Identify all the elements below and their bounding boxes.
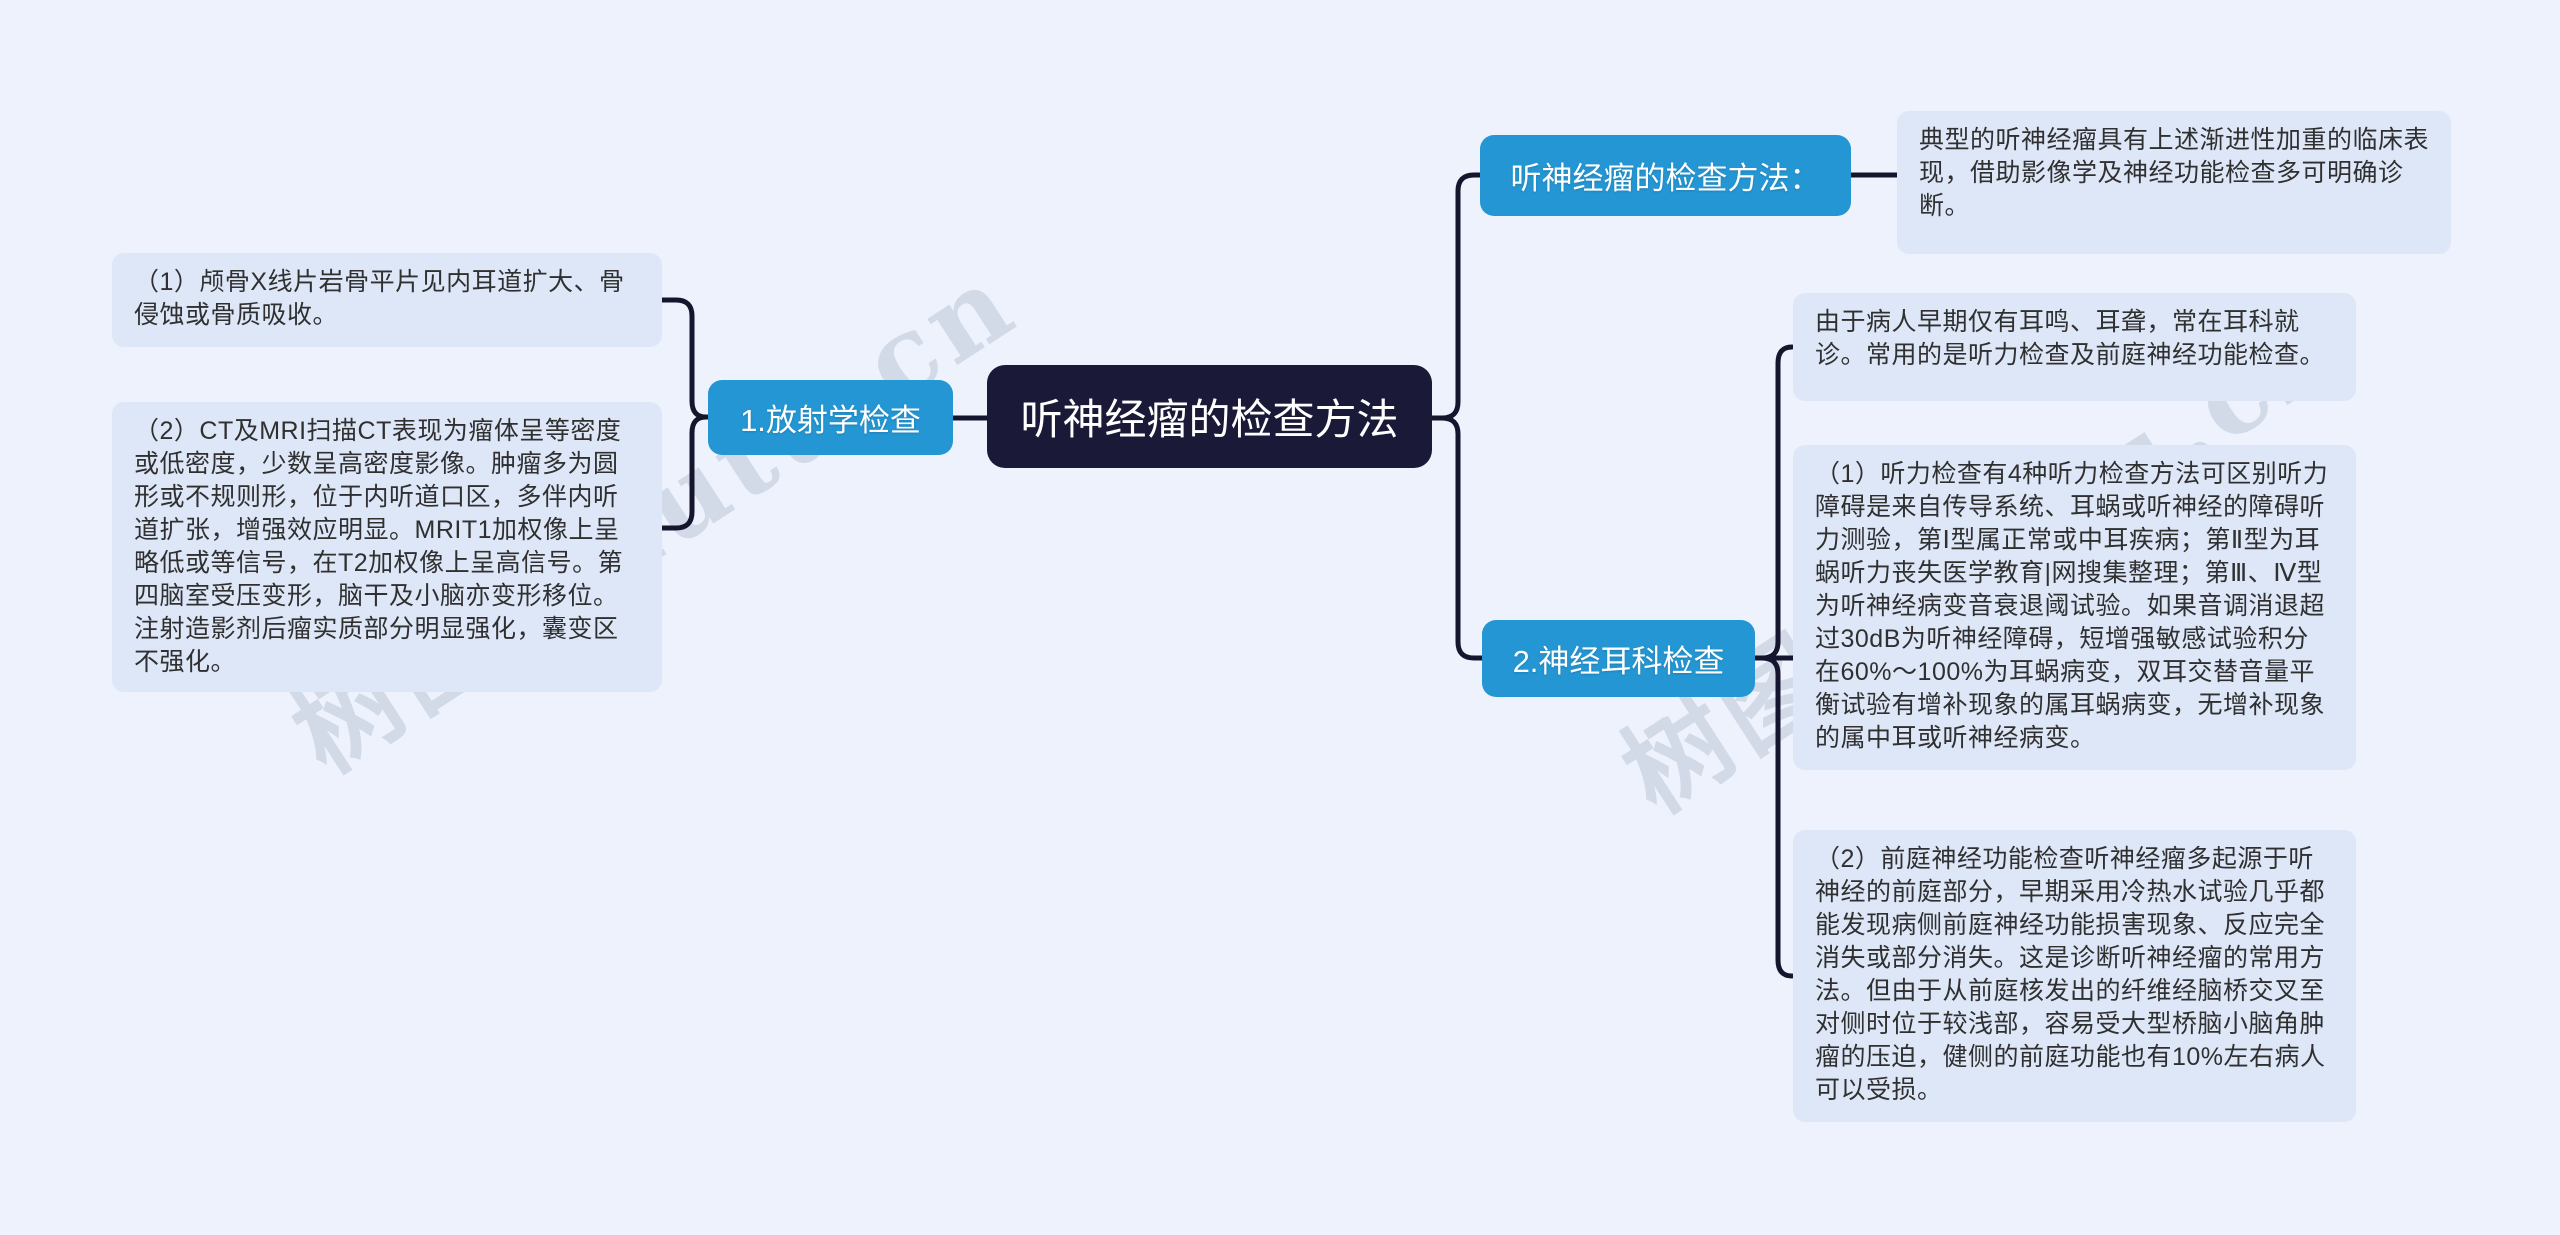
edge-root-nodetop [1429,172,1483,421]
leaf-early-symptoms[interactable]: 由于病人早期仅有耳鸣、耳聋，常在耳科就诊。常用的是听力检查及前庭神经功能检查。 [1793,293,2356,401]
node-radiology-exam[interactable]: 1.放射学检查 [708,380,953,455]
edge-root-node2 [1429,415,1485,661]
node-neuro-otology-exam[interactable]: 2.神经耳科检查 [1482,620,1755,697]
leaf-radiology-ct-mri[interactable]: （2）CT及MRI扫描CT表现为瘤体呈等密度或低密度，少数呈高密度影像。肿瘤多为… [112,402,662,692]
edge-leafleft2-node1 [659,414,711,531]
leaf-vestibular-function-tests[interactable]: （2）前庭神经功能检查听神经瘤多起源于听神经的前庭部分，早期采用冷热水试验几乎都… [1793,830,2356,1122]
root-topic[interactable]: 听神经瘤的检查方法 [987,365,1432,468]
edge-leafleft1-node1 [659,297,711,420]
node-exam-methods[interactable]: 听神经瘤的检查方法： [1480,135,1851,216]
leaf-hearing-tests[interactable]: （1）听力检查有4种听力检查方法可区别听力障碍是来自传导系统、耳蜗或听神经的障碍… [1793,445,2356,770]
edge-node2-leafr3 [1752,655,1795,979]
edge-node2-leafr1 [1752,344,1795,661]
leaf-typical-presentation[interactable]: 典型的听神经瘤具有上述渐进性加重的临床表现，借助影像学及神经功能检查多可明确诊断… [1897,111,2451,254]
leaf-radiology-xray[interactable]: （1）颅骨X线片岩骨平片见内耳道扩大、骨侵蚀或骨质吸收。 [112,253,662,347]
